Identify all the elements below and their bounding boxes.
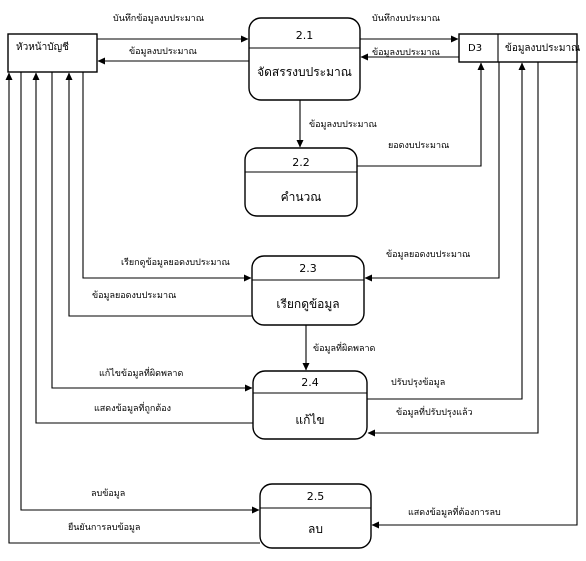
process-name: คำนวณ bbox=[281, 190, 322, 204]
flow-label: ยอดงบประมาณ bbox=[388, 141, 449, 151]
process-id: 2.1 bbox=[296, 29, 314, 42]
datastore-id: D3 bbox=[468, 43, 482, 54]
flow-label: ข้อมูลงบประมาณ bbox=[129, 46, 197, 57]
flow-line-f12 bbox=[32, 72, 253, 424]
flow-label: ข้อมูลยอดงบประมาณ bbox=[386, 249, 470, 260]
process-id: 2.2 bbox=[292, 156, 310, 169]
flow-labels: บันทึกข้อมูลงบประมาณ ข้อมูลงบประมาณ บันท… bbox=[68, 13, 501, 533]
datastore-d3: D3 ข้อมูลงบประมาณ bbox=[458, 33, 580, 63]
flow-label: ลบข้อมูล bbox=[91, 488, 125, 499]
process-name: ลบ bbox=[308, 522, 323, 536]
process-2-4: 2.4 แก้ไข bbox=[252, 370, 368, 440]
flow-label: ข้อมูลงบประมาณ bbox=[372, 47, 440, 58]
flow-label: เรียกดูข้อมูลยอดงบประมาณ bbox=[121, 257, 230, 268]
flow-line-f14 bbox=[367, 62, 539, 437]
flow-label: ข้อมูลที่ปรับปรุงแล้ว bbox=[396, 405, 473, 418]
flow-line-f13 bbox=[367, 62, 526, 400]
flow-label: แสดงข้อมูลที่ถูกต้อง bbox=[94, 401, 171, 414]
process-id: 2.4 bbox=[301, 376, 319, 389]
flow-label: ข้อมูลงบประมาณ bbox=[309, 119, 377, 130]
flow-label: แสดงข้อมูลที่ต้องการลบ bbox=[408, 505, 501, 518]
flow-line-f11 bbox=[51, 72, 253, 392]
flow-label: ปรับปรุงข้อมูล bbox=[391, 377, 445, 388]
flow-lines bbox=[5, 35, 578, 544]
flow-label: บันทึกข้อมูลงบประมาณ bbox=[113, 13, 204, 24]
flow-line-f7 bbox=[364, 62, 500, 282]
datastore-name: ข้อมูลงบประมาณ bbox=[505, 42, 580, 54]
process-id: 2.5 bbox=[307, 490, 325, 503]
flow-line-f15 bbox=[20, 72, 260, 514]
flow-line-f9 bbox=[65, 72, 252, 317]
process-2-1: 2.1 จัดสรรงบประมาณ bbox=[248, 17, 361, 101]
flow-line-f8 bbox=[82, 72, 252, 282]
flow-line-f17 bbox=[371, 62, 578, 529]
process-id: 2.3 bbox=[299, 262, 317, 275]
external-entity-head-of-accounting: หัวหน้าบัญชี bbox=[7, 33, 98, 73]
flow-line-f16 bbox=[5, 72, 260, 544]
entity-name: หัวหน้าบัญชี bbox=[16, 41, 69, 53]
process-2-2: 2.2 คำนวณ bbox=[244, 147, 358, 217]
process-name: จัดสรรงบประมาณ bbox=[257, 65, 352, 79]
flow-label: แก้ไขข้อมูลที่ผิดพลาด bbox=[99, 366, 183, 379]
process-2-3: 2.3 เรียกดูข้อมูล bbox=[251, 255, 365, 326]
process-name: แก้ไข bbox=[295, 413, 324, 427]
flow-label: ข้อมูลยอดงบประมาณ bbox=[92, 290, 176, 301]
flow-label: ยืนยันการลบข้อมูล bbox=[68, 522, 140, 533]
flow-label: บันทึกงบประมาณ bbox=[372, 13, 440, 24]
flow-label: ข้อมูลที่ผิดพลาด bbox=[313, 341, 376, 354]
process-name: เรียกดูข้อมูล bbox=[276, 297, 339, 312]
process-2-5: 2.5 ลบ bbox=[259, 483, 372, 549]
flow-line-f6 bbox=[357, 62, 485, 167]
